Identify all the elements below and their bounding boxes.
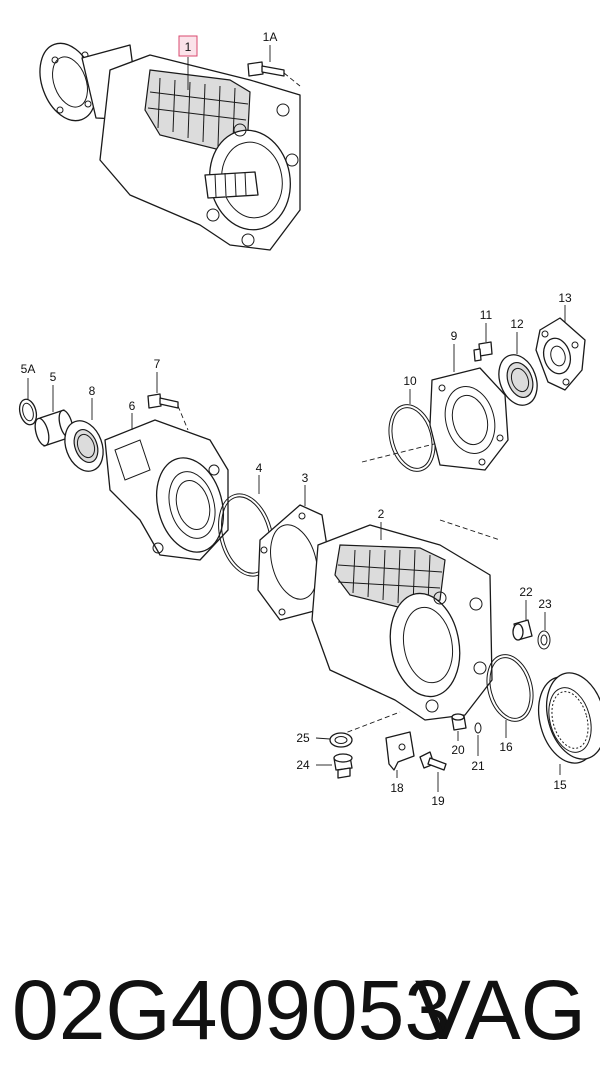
callout-1A: 1A <box>263 30 278 44</box>
part-7-bolt <box>147 372 189 431</box>
part-20-sensor <box>451 713 467 741</box>
part-13-flange <box>535 305 586 391</box>
callout-5: 5 <box>50 370 57 384</box>
callout-8: 8 <box>89 384 96 398</box>
callout-9: 9 <box>451 329 458 343</box>
part-2-main-housing <box>311 522 493 721</box>
part-4-o-ring <box>218 475 274 577</box>
callout-13: 13 <box>558 291 572 305</box>
part-16-o-ring <box>486 654 534 738</box>
callout-3: 3 <box>302 471 309 485</box>
part-3-gasket <box>257 485 331 621</box>
callout-5A: 5A <box>21 362 36 376</box>
part-22-bushing <box>512 600 533 641</box>
callout-12: 12 <box>510 317 524 331</box>
callout-24: 24 <box>296 758 310 772</box>
part-15-ring-gear <box>538 672 600 775</box>
callout-18: 18 <box>390 781 404 795</box>
callout-21: 21 <box>471 759 485 773</box>
callout-19: 19 <box>431 794 445 808</box>
part-24-plug <box>316 753 353 779</box>
callout-22: 22 <box>519 585 533 599</box>
callout-7: 7 <box>154 357 161 371</box>
callout-20: 20 <box>451 743 465 757</box>
assembly-line-right <box>439 519 501 541</box>
part-25-washer <box>315 732 353 748</box>
part-5-needle-bearing <box>34 385 74 447</box>
callout-11: 11 <box>480 308 493 322</box>
callout-4: 4 <box>256 461 263 475</box>
part-11-bolt <box>473 323 493 362</box>
callout-1-highlight <box>178 35 198 57</box>
callout-15: 15 <box>553 778 567 792</box>
part-9-cover <box>429 344 509 471</box>
part-6-front-housing <box>104 413 229 561</box>
callout-1: 1 <box>185 40 192 54</box>
part-19-screw <box>419 751 447 792</box>
part-23-ring <box>537 612 551 650</box>
callout-10: 10 <box>403 374 417 388</box>
exploded-parts-diagram: 1 1A 5A 5 8 7 6 <box>18 30 600 808</box>
callout-2: 2 <box>378 507 385 521</box>
part-5A-circlip <box>18 378 38 426</box>
part-number: 02G409053 <box>12 963 452 1057</box>
caption-bar: 02G409053 VAG <box>0 955 600 1065</box>
callout-16: 16 <box>499 740 513 754</box>
assembly-line-bottom <box>339 711 401 736</box>
part-12-seal <box>498 332 538 406</box>
brand-label: VAG <box>414 963 586 1057</box>
part-8-seal <box>64 398 104 472</box>
callout-23: 23 <box>538 597 552 611</box>
part-18-plate <box>385 731 415 778</box>
callout-6: 6 <box>129 399 136 413</box>
transfer-case-assembly <box>39 42 301 251</box>
part-21-small-seal <box>474 722 482 756</box>
callout-25: 25 <box>296 731 310 745</box>
